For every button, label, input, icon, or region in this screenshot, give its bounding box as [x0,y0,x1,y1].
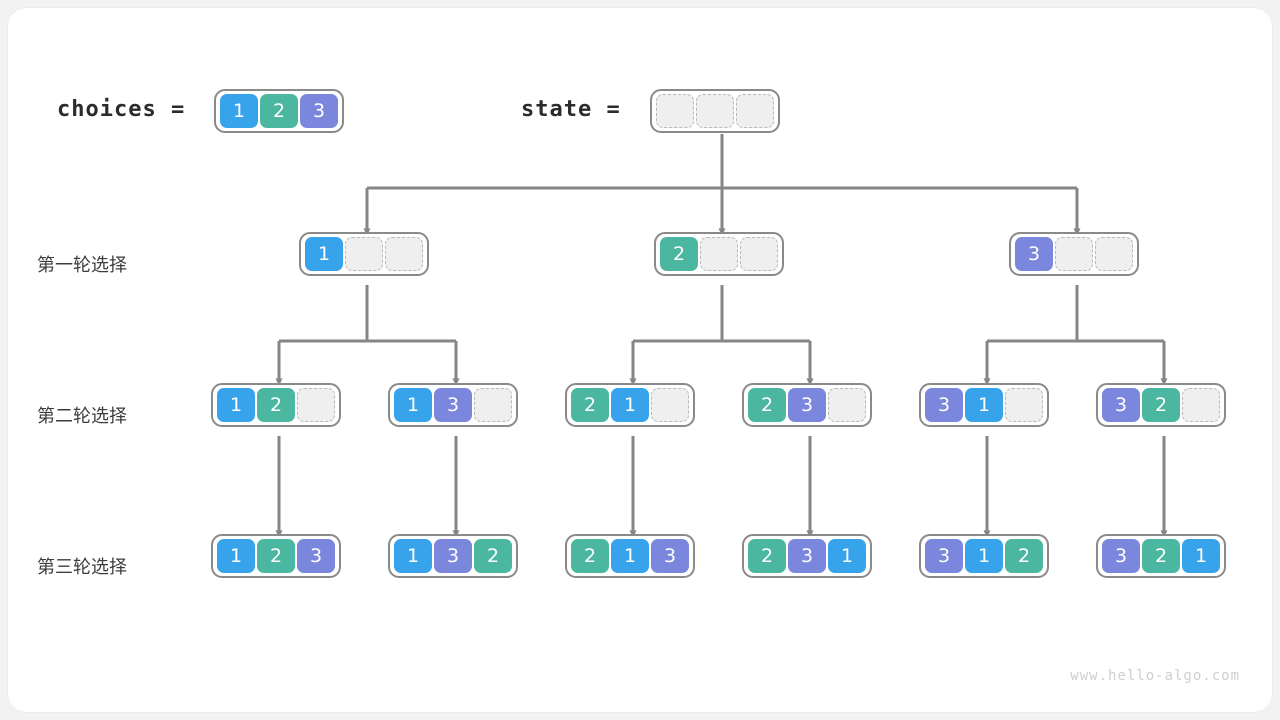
node-round-3-4-cell-2: 1 [828,539,866,573]
node-round-2-3-cell-2 [651,388,689,422]
node-round-3-3-cell-0: 2 [571,539,609,573]
node-round-1-1-cell-0: 1 [305,237,343,271]
node-round-2-5-cell-2 [1005,388,1043,422]
row-label-round-1: 第一轮选择 [37,255,127,276]
node-round-1-3-cell-1 [1055,237,1093,271]
node-round-3-1-cell-1: 2 [257,539,295,573]
node-round-2-1-cell-0: 1 [217,388,255,422]
row-label-round-3: 第三轮选择 [37,557,127,578]
node-round-1-2-cell-0: 2 [660,237,698,271]
node-round-2-2-cell-1: 3 [434,388,472,422]
node-round-2-5-cell-0: 3 [925,388,963,422]
node-round-2-6-cell-0: 3 [1102,388,1140,422]
node-round-2-6-cell-1: 2 [1142,388,1180,422]
node-round-1-3-cell-0: 3 [1015,237,1053,271]
watermark: www.hello-algo.com [1070,668,1240,684]
node-round-3-6-cell-0: 3 [1102,539,1140,573]
node-round-1-2: 2 [654,232,784,276]
node-round-2-3-cell-1: 1 [611,388,649,422]
node-round-2-4-cell-0: 2 [748,388,786,422]
node-round-3-5-cell-0: 3 [925,539,963,573]
node-round-3-2-cell-2: 2 [474,539,512,573]
choices-cell-0: 1 [220,94,258,128]
node-round-1-1: 1 [299,232,429,276]
choices-label: choices = [57,97,186,122]
node-round-3-3-cell-1: 1 [611,539,649,573]
state-cell-0 [656,94,694,128]
node-round-2-5-cell-1: 1 [965,388,1003,422]
state-array [650,89,780,133]
node-round-1-3: 3 [1009,232,1139,276]
node-round-2-3-cell-0: 2 [571,388,609,422]
node-round-2-2-cell-2 [474,388,512,422]
node-round-3-6-cell-2: 1 [1182,539,1220,573]
node-round-2-4-cell-1: 3 [788,388,826,422]
node-round-3-1-cell-2: 3 [297,539,335,573]
node-round-1-2-cell-2 [740,237,778,271]
node-round-3-5-cell-1: 1 [965,539,1003,573]
choices-cell-1: 2 [260,94,298,128]
node-round-3-2-cell-1: 3 [434,539,472,573]
node-round-1-3-cell-2 [1095,237,1133,271]
node-round-2-4-cell-2 [828,388,866,422]
state-cell-1 [696,94,734,128]
node-round-3-4-cell-1: 3 [788,539,826,573]
node-round-3-6-cell-1: 2 [1142,539,1180,573]
node-round-3-2-cell-0: 1 [394,539,432,573]
node-round-2-6-cell-2 [1182,388,1220,422]
state-label: state = [521,97,621,122]
choices-cell-2: 3 [300,94,338,128]
node-round-2-1-cell-2 [297,388,335,422]
node-round-1-2-cell-1 [700,237,738,271]
node-round-3-5-cell-2: 2 [1005,539,1043,573]
node-round-2-2-cell-0: 1 [394,388,432,422]
node-round-3-4-cell-0: 2 [748,539,786,573]
node-round-1-1-cell-2 [385,237,423,271]
node-round-3-1-cell-0: 1 [217,539,255,573]
row-label-round-2: 第二轮选择 [37,406,127,427]
node-round-3-3-cell-2: 3 [651,539,689,573]
node-round-1-1-cell-1 [345,237,383,271]
state-cell-2 [736,94,774,128]
node-round-2-1-cell-1: 2 [257,388,295,422]
